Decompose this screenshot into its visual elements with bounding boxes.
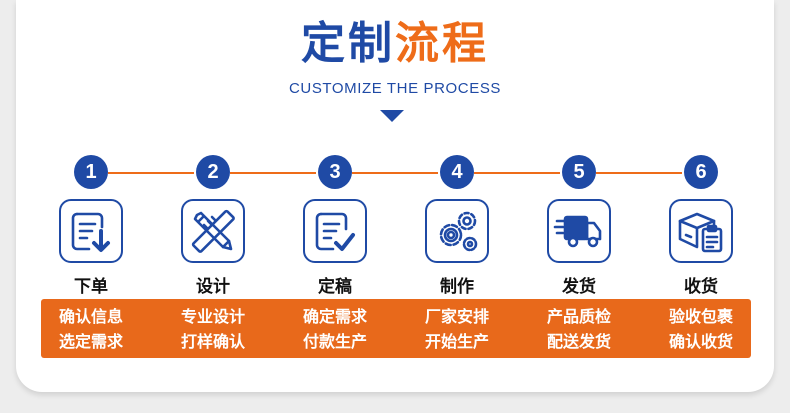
title-part-2: 流程	[395, 18, 489, 69]
title-part-1: 定制	[301, 18, 395, 69]
connector-line	[352, 172, 438, 174]
package-clipboard-icon	[669, 199, 733, 263]
page-title: 定制流程	[0, 14, 790, 74]
step-label-1: 下单	[74, 277, 108, 297]
document-download-icon	[59, 199, 123, 263]
step-number-3: 3	[318, 155, 352, 189]
step-desc-line-1: 确定需求	[302, 307, 367, 326]
step-label-6: 收货	[684, 277, 718, 297]
step-label-4: 制作	[440, 277, 474, 297]
step-number-6: 6	[684, 155, 718, 189]
step-description-4: 厂家安排 开始生产	[397, 304, 517, 354]
description-bar	[41, 299, 751, 358]
step-desc-line-2: 配送发货	[546, 332, 611, 351]
step-desc-line-2: 付款生产	[302, 332, 367, 351]
step-desc-line-2: 打样确认	[180, 332, 245, 351]
delivery-truck-icon	[547, 199, 611, 263]
connector-line	[108, 172, 194, 174]
step-label-5: 发货	[562, 277, 596, 297]
step-desc-line-2: 选定需求	[58, 332, 123, 351]
step-description-2: 专业设计 打样确认	[153, 304, 273, 354]
step-desc-line-2: 开始生产	[424, 332, 489, 351]
connector-line	[596, 172, 682, 174]
step-number-1: 1	[74, 155, 108, 189]
document-check-icon	[303, 199, 367, 263]
step-description-3: 确定需求 付款生产	[275, 304, 395, 354]
step-description-1: 确认信息 选定需求	[31, 304, 151, 354]
step-description-5: 产品质检 配送发货	[519, 304, 639, 354]
step-desc-line-1: 产品质检	[546, 307, 611, 326]
page-subtitle: CUSTOMIZE THE PROCESS	[288, 80, 502, 97]
step-desc-line-1: 厂家安排	[424, 307, 489, 326]
step-number-4: 4	[440, 155, 474, 189]
step-label-3: 定稿	[318, 277, 352, 297]
step-number-2: 2	[196, 155, 230, 189]
step-description-6: 验收包裹 确认收货	[641, 304, 761, 354]
step-desc-line-1: 验收包裹	[668, 307, 733, 326]
down-arrow-icon	[380, 110, 404, 122]
gears-icon	[425, 199, 489, 263]
pencil-ruler-icon	[181, 199, 245, 263]
step-desc-line-2: 确认收货	[668, 332, 733, 351]
step-label-2: 设计	[196, 277, 230, 297]
step-desc-line-1: 专业设计	[180, 307, 245, 326]
connector-line	[474, 172, 560, 174]
step-number-5: 5	[562, 155, 596, 189]
connector-line	[230, 172, 316, 174]
step-desc-line-1: 确认信息	[58, 307, 123, 326]
